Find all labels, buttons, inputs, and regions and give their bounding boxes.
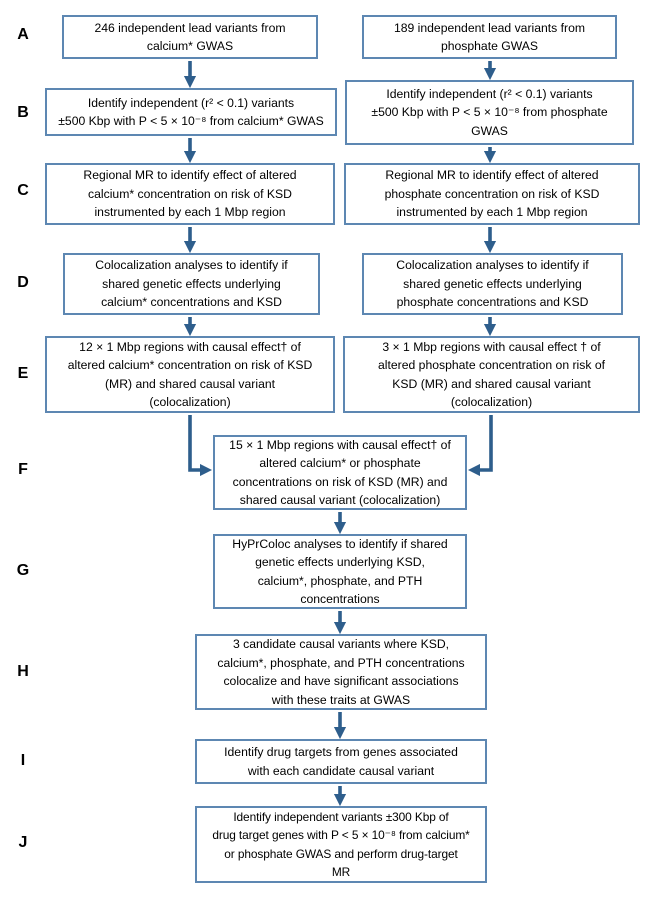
flow-box-c-calcium-text: Regional MR to identify effect of altere… <box>83 168 297 220</box>
flow-box-j-drug-target-mr-text: Identify independent variants ±300 Kbp o… <box>212 809 470 880</box>
flow-box-b-calcium-text: Identify independent (r² < 0.1) variants… <box>58 95 324 129</box>
row-label-c: C <box>17 182 29 199</box>
flow-box-c-calcium: Regional MR to identify effect of altere… <box>45 163 335 225</box>
row-label-b: B <box>17 104 29 121</box>
flow-box-g-hyprcoloc: HyPrColoc analyses to identify if shared… <box>213 534 467 609</box>
flow-box-d-phosphate-text: Colocalization analyses to identify if s… <box>396 258 589 310</box>
flow-box-g-hyprcoloc-text: HyPrColoc analyses to identify if shared… <box>232 536 448 607</box>
row-label-g: G <box>16 562 30 579</box>
flow-box-a-calcium-text: 246 independent lead variants from calci… <box>94 20 286 54</box>
flow-box-e-phosphate-text: 3 × 1 Mbp regions with causal effect † o… <box>378 339 605 410</box>
flow-box-b-phosphate: Identify independent (r² < 0.1) variants… <box>345 80 634 145</box>
flow-box-h-candidate-variants-text: 3 candidate causal variants where KSD, c… <box>217 637 465 707</box>
flow-box-i-drug-targets: Identify drug targets from genes associa… <box>195 739 487 784</box>
flow-box-e-calcium: 12 × 1 Mbp regions with causal effect† o… <box>45 336 335 413</box>
flow-box-b-calcium: Identify independent (r² < 0.1) variants… <box>45 88 337 136</box>
row-label-h: H <box>17 663 29 680</box>
row-label-a: A <box>17 26 29 43</box>
flow-box-b-phosphate-text: Identify independent (r² < 0.1) variants… <box>371 86 608 138</box>
flow-box-i-drug-targets-text: Identify drug targets from genes associa… <box>224 745 458 778</box>
row-label-j: J <box>18 834 28 851</box>
flow-box-e-phosphate: 3 × 1 Mbp regions with causal effect † o… <box>343 336 640 413</box>
row-label-f: F <box>18 461 28 478</box>
flow-box-j-drug-target-mr: Identify independent variants ±300 Kbp o… <box>195 806 487 883</box>
flow-box-d-phosphate: Colocalization analyses to identify if s… <box>362 253 623 315</box>
flow-box-c-phosphate-text: Regional MR to identify effect of altere… <box>384 168 600 220</box>
flow-box-d-calcium: Colocalization analyses to identify if s… <box>63 253 320 315</box>
flow-box-e-calcium-text: 12 × 1 Mbp regions with causal effect† o… <box>67 339 313 410</box>
arrow-e-right-to-f <box>467 415 493 477</box>
row-label-i: I <box>20 752 26 769</box>
flow-box-a-phosphate: 189 independent lead variants from phosp… <box>362 15 617 59</box>
row-label-e: E <box>17 365 29 382</box>
flow-box-d-calcium-text: Colocalization analyses to identify if s… <box>95 258 288 310</box>
flow-box-c-phosphate: Regional MR to identify effect of altere… <box>344 163 640 225</box>
flow-box-f-combined-regions: 15 × 1 Mbp regions with causal effect† o… <box>213 435 467 510</box>
row-label-d: D <box>17 274 29 291</box>
flow-box-a-phosphate-text: 189 independent lead variants from phosp… <box>393 20 586 54</box>
flow-box-h-candidate-variants: 3 candidate causal variants where KSD, c… <box>195 634 487 710</box>
flow-box-f-combined-regions-text: 15 × 1 Mbp regions with causal effect† o… <box>229 437 451 508</box>
flow-box-a-calcium: 246 independent lead variants from calci… <box>62 15 318 59</box>
arrow-e-left-to-f <box>188 415 213 477</box>
